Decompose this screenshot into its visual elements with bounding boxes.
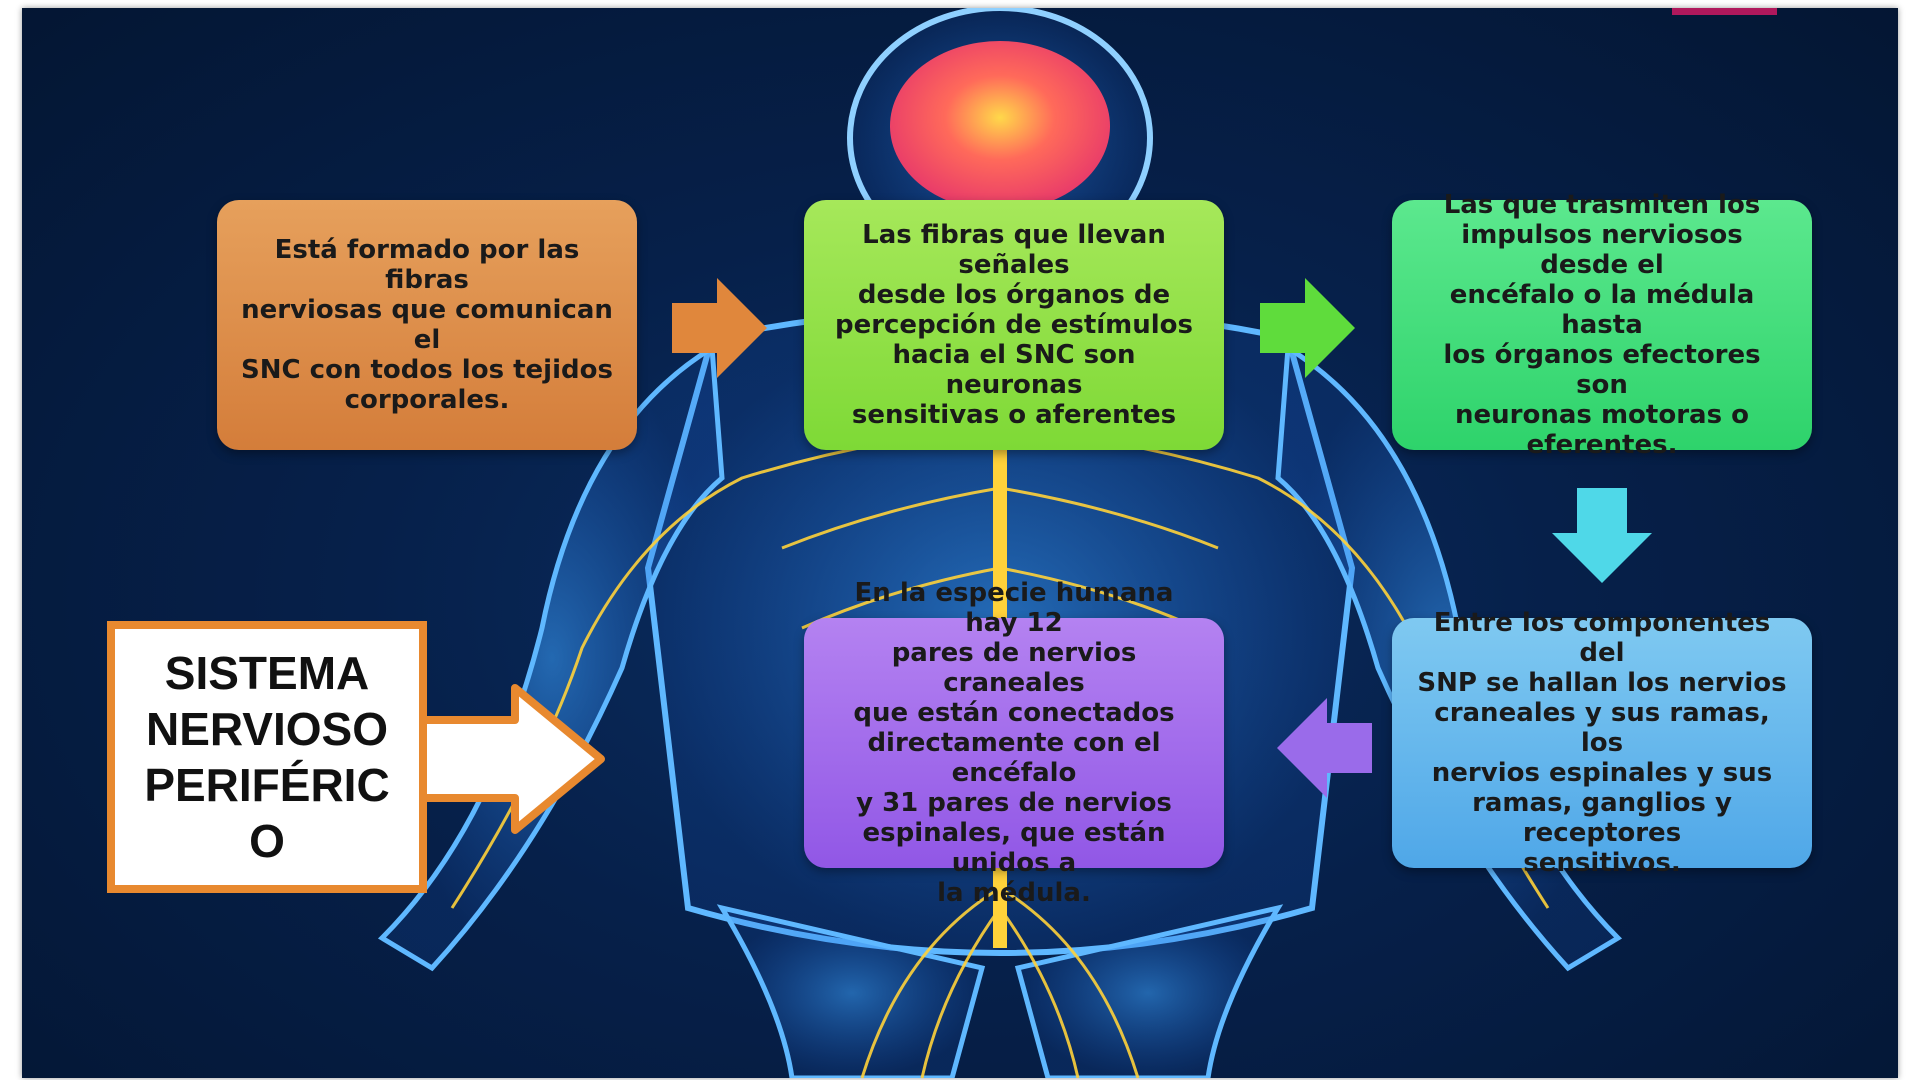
box-blue-line: craneales y sus ramas, los [1434,698,1770,758]
box-emerald-line: neuronas motoras o [1455,400,1749,430]
box-green-line: percepción de estímulos [834,310,1194,340]
box-emerald-line: los órganos efectores son [1443,340,1761,400]
title-line: PERIFÉRIC [144,759,390,811]
box-orange-line: nerviosas que comunican el [241,295,613,355]
box-purple-line: En la especie humana hay 12 [854,578,1174,638]
arrow-left-purple-icon [1277,698,1372,798]
box-blue-line: Entre los componentes del [1433,608,1771,668]
box-blue: Entre los componentes del SNP se hallan … [1392,608,1812,878]
box-purple-line: que están conectados [853,698,1175,728]
box-purple: En la especie humana hay 12 pares de ner… [804,578,1224,908]
title-arrow-icon [417,684,605,834]
box-green: Las fibras que llevan señales desde los … [804,200,1224,450]
box-purple-line: directamente con el encéfalo [867,728,1161,788]
box-green-line: desde los órganos de [857,280,1171,310]
title-line: NERVIOSO [146,703,388,755]
box-emerald: Las que trasmiten los impulsos nerviosos… [1392,190,1812,460]
box-purple-line: la médula. [937,878,1091,908]
box-emerald-line: encéfalo o la médula hasta [1449,280,1755,340]
title-box: SISTEMA NERVIOSO PERIFÉRIC O [107,621,427,893]
box-emerald-line: Las que trasmiten los [1443,190,1761,220]
box-blue-line: sensitivos. [1523,848,1681,878]
box-purple-line: espinales, que están unidos a [862,818,1166,878]
box-blue-line: ramas, ganglios y receptores [1472,788,1732,848]
box-emerald-line: impulsos nerviosos desde el [1461,220,1743,280]
arrow-right-green-icon [1260,278,1355,378]
title-line: SISTEMA [164,647,370,699]
box-orange: Está formado por las fibras nerviosas qu… [217,200,637,450]
box-green-line: sensitivas o aferentes [851,400,1177,430]
box-orange-line: SNC con todos los tejidos [241,355,613,385]
box-purple-line: y 31 pares de nervios [856,788,1172,818]
arrow-down-cyan-icon [1552,488,1652,583]
box-purple-line: pares de nervios craneales [891,638,1137,698]
box-blue-line: SNP se hallan los nervios [1417,668,1787,698]
box-orange-line: corporales. [344,385,510,415]
slide: Está formado por las fibras nerviosas qu… [22,8,1898,1078]
arrow-right-orange-icon [672,278,767,378]
accent-bar [1672,8,1777,15]
box-orange-line: Está formado por las fibras [274,235,580,295]
title-line: O [249,815,285,867]
box-emerald-line: eferentes. [1526,430,1678,460]
box-blue-line: nervios espinales y sus [1431,758,1773,788]
box-green-line: Las fibras que llevan señales [862,220,1166,280]
box-green-line: hacia el SNC son neuronas [892,340,1136,400]
